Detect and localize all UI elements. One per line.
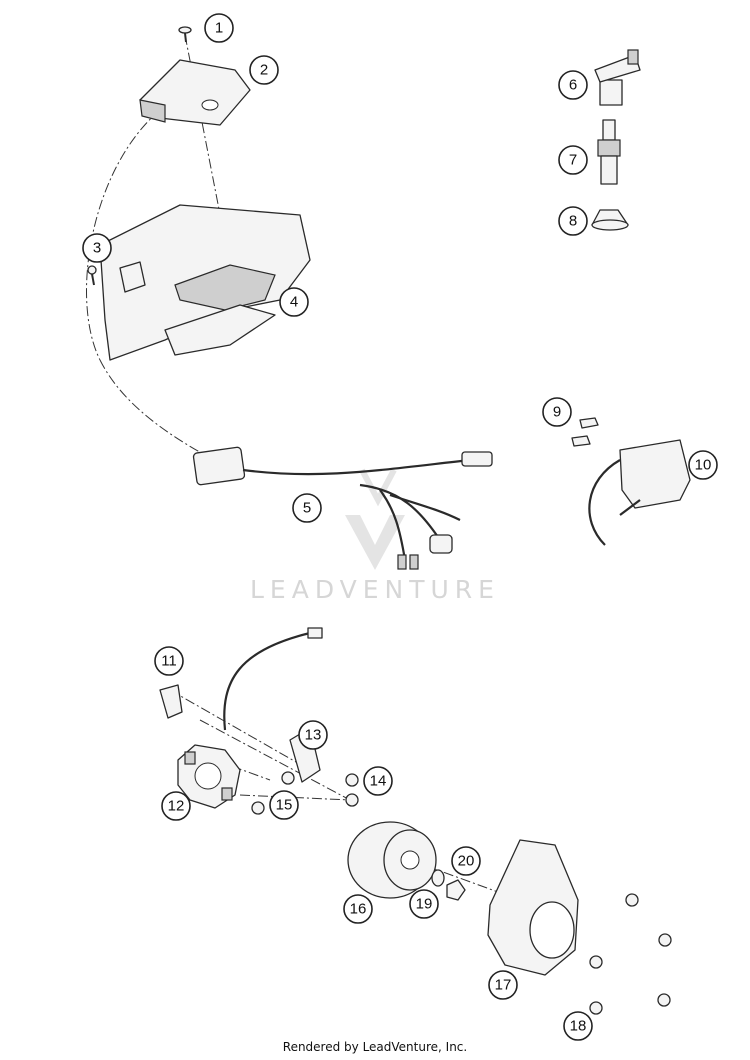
svg-text:11: 11 (161, 653, 177, 670)
callout-1: 1 (204, 13, 234, 43)
part-17-ignition-cover (487, 839, 579, 976)
callout-13: 13 (298, 720, 328, 750)
callout-5: 5 (292, 493, 322, 523)
svg-text:2: 2 (260, 62, 268, 79)
svg-text:13: 13 (305, 727, 322, 744)
svg-text:9: 9 (553, 404, 561, 421)
watermark-logo-mark (345, 515, 405, 570)
part-11-cable-clamp (159, 627, 323, 731)
part-18-screws (589, 893, 672, 1015)
part-1-screw (178, 26, 192, 43)
part-6-spark-plug-connector (594, 49, 641, 106)
svg-text:5: 5 (303, 500, 311, 517)
callout-19: 19 (409, 889, 439, 919)
callout-11: 11 (154, 646, 184, 676)
svg-text:15: 15 (276, 797, 293, 814)
watermark-brand-text: LEADVENTURE (250, 575, 500, 604)
part-4-holder-bracket (99, 204, 311, 361)
svg-text:7: 7 (569, 152, 577, 169)
part-7-spark-plug (597, 119, 621, 185)
callout-20: 20 (451, 846, 481, 876)
callout-6: 6 (558, 70, 588, 100)
svg-text:10: 10 (695, 457, 712, 474)
part-9-screws (571, 417, 599, 447)
svg-text:4: 4 (290, 294, 298, 311)
svg-text:16: 16 (350, 901, 367, 918)
part-14-15-bolts (251, 771, 359, 815)
callout-8: 8 (558, 206, 588, 236)
part-19-washer (431, 869, 445, 887)
callout-7: 7 (558, 145, 588, 175)
svg-text:18: 18 (570, 1018, 587, 1035)
callout-3: 3 (82, 233, 112, 263)
callout-9: 9 (542, 397, 572, 427)
leadventure-watermark: LEADVENTURE (250, 468, 500, 604)
svg-text:17: 17 (495, 977, 512, 994)
callout-18: 18 (563, 1011, 593, 1041)
svg-text:12: 12 (168, 798, 185, 815)
svg-text:6: 6 (569, 77, 577, 94)
callout-4: 4 (279, 287, 309, 317)
part-8-seal-cap (591, 209, 629, 231)
part-5-wiring-harness (192, 446, 493, 570)
callout-16: 16 (343, 894, 373, 924)
callout-2: 2 (249, 55, 279, 85)
footer-credit: Rendered by LeadVenture, Inc. (282, 1040, 468, 1054)
part-12-stator (177, 744, 241, 809)
callout-15: 15 (269, 790, 299, 820)
part-10-ignition-coil (588, 439, 691, 546)
part-2-control-unit (139, 59, 251, 126)
callout-12: 12 (161, 791, 191, 821)
part-3-screw (87, 265, 97, 286)
svg-text:8: 8 (569, 213, 577, 230)
svg-text:14: 14 (370, 773, 387, 790)
svg-text:1: 1 (215, 20, 223, 37)
part-20-nut (446, 879, 466, 901)
svg-text:20: 20 (458, 853, 475, 870)
callout-14: 14 (363, 766, 393, 796)
svg-text:3: 3 (93, 240, 101, 257)
callout-17: 17 (488, 970, 518, 1000)
part-16-rotor (347, 821, 437, 899)
svg-text:19: 19 (416, 896, 433, 913)
callout-10: 10 (688, 450, 718, 480)
